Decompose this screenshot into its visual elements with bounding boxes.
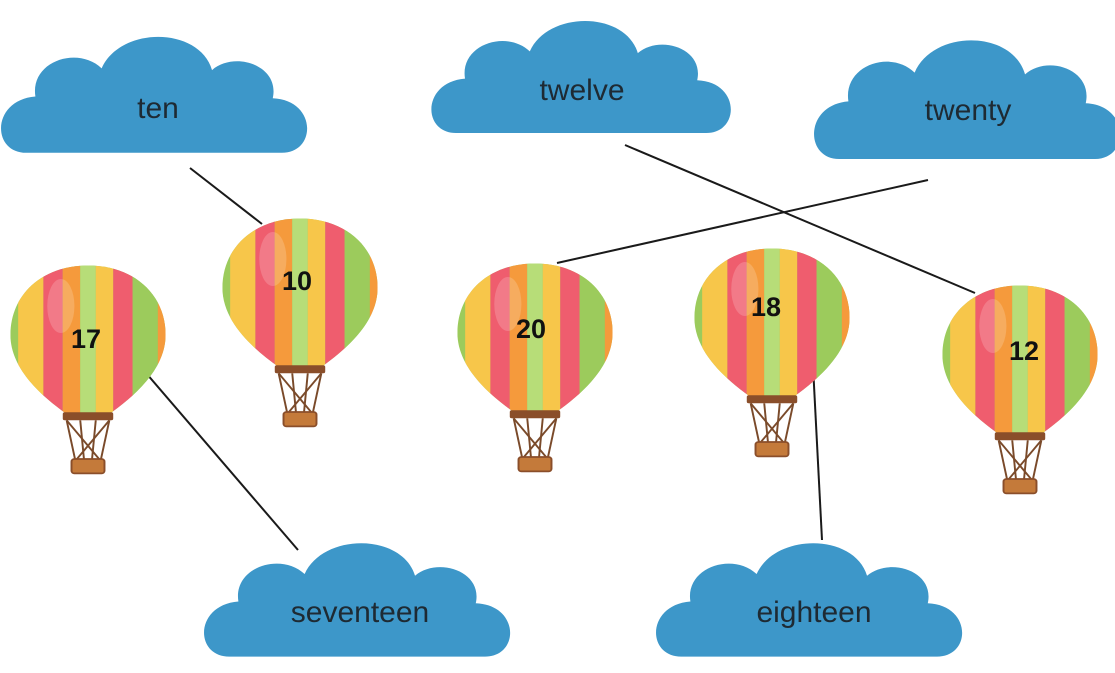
cloud-ten-label: ten <box>137 92 179 125</box>
balloon-18-number: 18 <box>751 292 781 322</box>
cloud-eighteen-label: eighteen <box>756 596 871 629</box>
cloud-twelve-label: twelve <box>539 74 624 107</box>
cloud-twenty-label: twenty <box>925 94 1012 127</box>
balloon-10[interactable] <box>213 214 390 426</box>
balloon-18[interactable] <box>685 244 862 456</box>
line-ten-to-10 <box>189 167 263 225</box>
balloon-17[interactable] <box>1 261 178 473</box>
line-seventeen-to-17 <box>139 365 299 551</box>
cloud-seventeen-label: seventeen <box>291 596 429 629</box>
connector-lines <box>139 144 976 551</box>
balloon-20-number: 20 <box>516 314 546 344</box>
line-twenty-to-20 <box>556 179 929 264</box>
balloon-10-number: 10 <box>282 266 312 296</box>
balloon-20[interactable] <box>448 259 625 471</box>
line-twelve-to-12 <box>624 144 976 294</box>
line-eighteen-to-18 <box>812 365 823 541</box>
balloon-12-number: 12 <box>1009 336 1039 366</box>
balloon-17-number: 17 <box>71 324 101 354</box>
balloon-12[interactable] <box>933 281 1110 493</box>
